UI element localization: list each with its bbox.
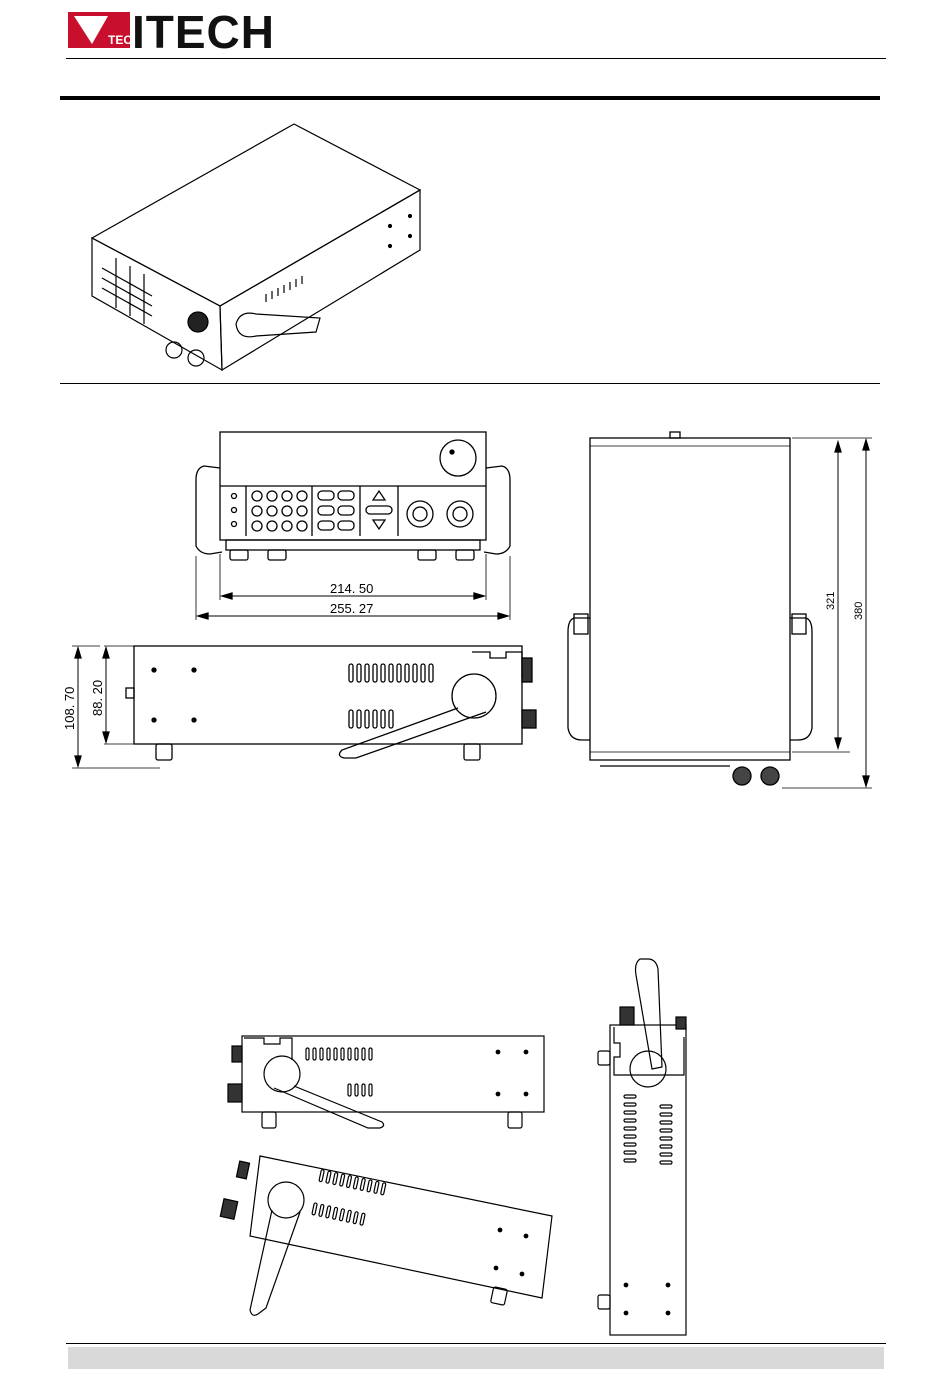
front-keypad: [232, 486, 474, 536]
top-handle-right: [790, 618, 812, 740]
iso-terminal-icon: [166, 342, 182, 358]
iso-front-face: [92, 238, 222, 370]
top-view: 321 380: [560, 428, 880, 798]
top-body: [590, 438, 790, 760]
side-vent-slots: [349, 664, 433, 728]
top-handle-left: [568, 618, 590, 740]
front-view: 214. 50 255. 27: [190, 428, 520, 628]
side-body: [134, 646, 522, 744]
iso-handle: [236, 313, 320, 337]
iso-front-keypad: [102, 258, 152, 324]
dim-top-total-depth: 380: [853, 602, 865, 620]
handle-position-side-tilted: [210, 1150, 560, 1325]
dim-front-inner-width: 214. 50: [330, 581, 373, 596]
dim-top-body-depth: 321: [825, 592, 837, 610]
iso-side-face: [220, 190, 420, 370]
front-handle-right: [484, 466, 510, 554]
side-view: 88. 20 108. 70: [60, 638, 560, 778]
footer-rule: [66, 1343, 886, 1344]
dim-front-outer-width: 255. 27: [330, 601, 373, 616]
iso-vent-slots: [266, 276, 302, 302]
iso-top-face: [92, 124, 420, 306]
section-rule: [60, 96, 880, 100]
top-front-terminals: [600, 766, 779, 785]
front-handle-left: [196, 466, 222, 554]
side-handle-pivot: [452, 674, 496, 718]
dim-side-body-height: 88. 20: [90, 680, 105, 716]
logo-wordmark: ITECH: [132, 8, 275, 52]
header-rule: [66, 58, 886, 59]
handle-position-upright: [580, 955, 690, 1340]
iso-knob-icon: [188, 312, 208, 332]
isometric-view: [80, 118, 440, 378]
front-knob-icon: [440, 440, 476, 476]
dim-side-total-height: 108. 70: [62, 687, 77, 730]
itech-logo: TECH ITECH: [68, 8, 308, 52]
section-rule: [60, 383, 880, 384]
footer-bar: [68, 1347, 884, 1369]
handle-position-side-flat: [210, 1030, 550, 1140]
